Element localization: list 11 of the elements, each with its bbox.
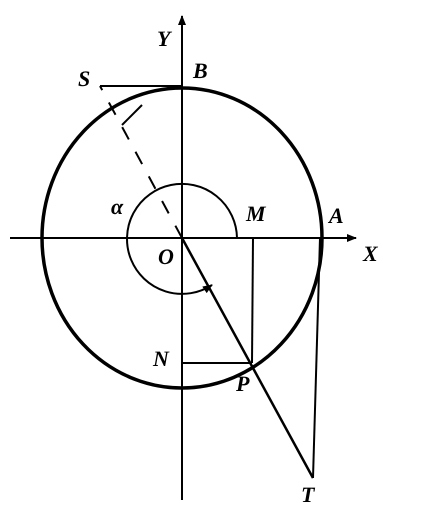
point-label: A bbox=[329, 205, 344, 227]
point-label: α bbox=[111, 196, 124, 218]
point-label: N bbox=[153, 348, 169, 370]
point-label: P bbox=[236, 373, 250, 395]
point-label: O bbox=[158, 246, 174, 268]
point-label: S bbox=[78, 68, 90, 90]
point-label: B bbox=[193, 60, 208, 82]
point-label: M bbox=[246, 203, 266, 225]
point-label: X bbox=[363, 243, 378, 265]
point-label: T bbox=[301, 484, 314, 506]
point-label: Y bbox=[157, 28, 170, 50]
